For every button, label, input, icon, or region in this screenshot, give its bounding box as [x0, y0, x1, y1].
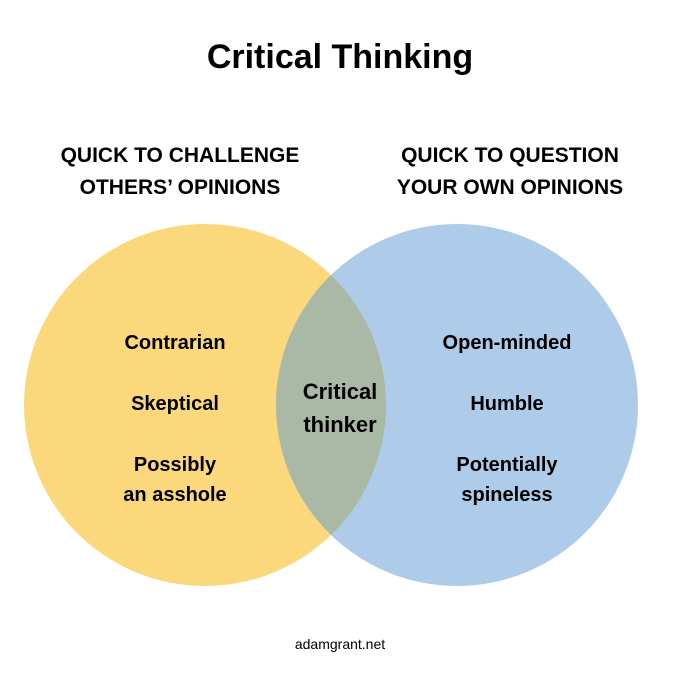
left-item-asshole: Possibly an asshole — [75, 450, 275, 510]
right-item-spineless-line-1: Potentially — [456, 454, 558, 476]
left-circle-heading: QUICK TO CHALLENGE OTHERS’ OPINIONS — [30, 140, 330, 204]
right-item-open-minded-text: Open-minded — [442, 332, 572, 354]
left-heading-line-2: OTHERS’ OPINIONS — [79, 176, 281, 199]
left-item-contrarian-text: Contrarian — [124, 332, 226, 354]
right-item-humble: Humble — [407, 389, 607, 419]
right-circle-heading: QUICK TO QUESTION YOUR OWN OPINIONS — [360, 140, 660, 204]
right-item-spineless-line-2: spineless — [461, 484, 553, 506]
left-item-skeptical-text: Skeptical — [131, 393, 219, 415]
center-item-critical-thinker: Critical thinker — [270, 375, 410, 441]
left-circle — [24, 224, 386, 586]
left-heading-line-1: QUICK TO CHALLENGE — [60, 144, 300, 167]
right-heading-line-2: YOUR OWN OPINIONS — [396, 176, 624, 199]
right-heading-line-1: QUICK TO QUESTION — [401, 144, 619, 167]
right-item-spineless: Potentially spineless — [407, 450, 607, 510]
left-item-asshole-line-2: an asshole — [123, 484, 227, 506]
center-item-line-2: thinker — [303, 412, 377, 437]
footer-credit: adamgrant.net — [294, 636, 386, 652]
right-item-open-minded: Open-minded — [407, 328, 607, 358]
right-circle — [276, 224, 638, 586]
left-item-contrarian: Contrarian — [75, 328, 275, 358]
diagram-title: Critical Thinking — [206, 38, 474, 76]
left-item-skeptical: Skeptical — [75, 389, 275, 419]
right-item-humble-text: Humble — [470, 393, 544, 415]
left-item-asshole-line-1: Possibly — [133, 454, 217, 476]
center-item-line-1: Critical — [302, 379, 378, 404]
